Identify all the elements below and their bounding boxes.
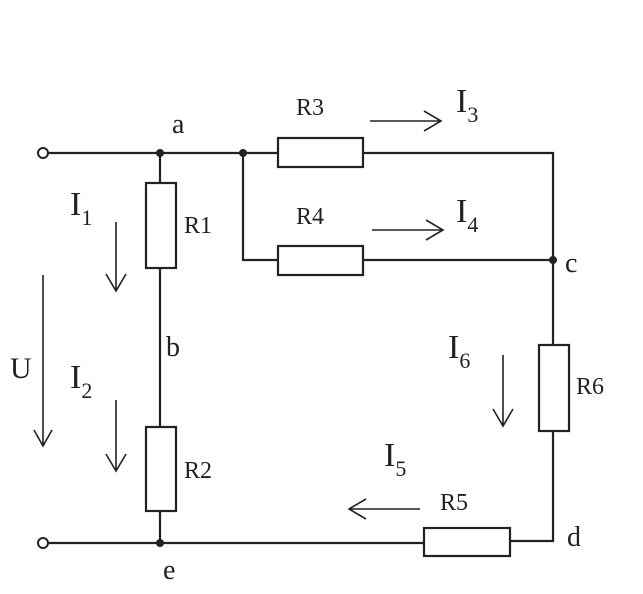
resistor-r3 (276, 136, 365, 169)
current-arrow-i6 (492, 355, 514, 428)
current-label-i2: I2 (70, 359, 92, 403)
label-r6: R6 (576, 374, 604, 400)
resistor-r4 (276, 244, 365, 277)
node-label-e: e (163, 555, 175, 586)
node-label-a: a (172, 109, 185, 140)
current-label-i3: I3 (456, 83, 478, 127)
junction-c (549, 256, 557, 264)
junction-e (156, 539, 164, 547)
current-arrow-i2 (105, 400, 127, 473)
terminal-bottom (37, 537, 49, 549)
current-label-i4: I4 (456, 193, 478, 237)
voltage-arrow (33, 275, 53, 448)
voltage-label: U (10, 352, 32, 385)
resistor-r2 (144, 425, 178, 513)
junction-a (156, 149, 164, 157)
label-r2: R2 (184, 458, 212, 484)
wire-right-lower (510, 431, 555, 543)
node-label-c: c (565, 248, 577, 279)
wire-r4-branch (241, 153, 553, 262)
current-arrow-i1 (105, 222, 127, 293)
label-r4: R4 (296, 204, 324, 230)
current-arrow-i3 (370, 110, 443, 132)
resistor-r6 (537, 343, 571, 433)
current-label-i6: I6 (448, 329, 470, 373)
current-arrow-i5 (347, 498, 420, 520)
resistor-r5 (422, 526, 512, 558)
label-r3: R3 (296, 95, 324, 121)
label-r1: R1 (184, 213, 212, 239)
current-arrow-i4 (372, 219, 445, 241)
node-label-d: d (567, 522, 581, 553)
resistor-r1 (144, 181, 178, 270)
current-label-i5: I5 (384, 437, 406, 481)
node-label-b: b (166, 332, 180, 363)
terminal-top (37, 147, 49, 159)
current-label-i1: I1 (70, 186, 92, 230)
label-r5: R5 (440, 490, 468, 516)
junction-r4-split (239, 149, 247, 157)
